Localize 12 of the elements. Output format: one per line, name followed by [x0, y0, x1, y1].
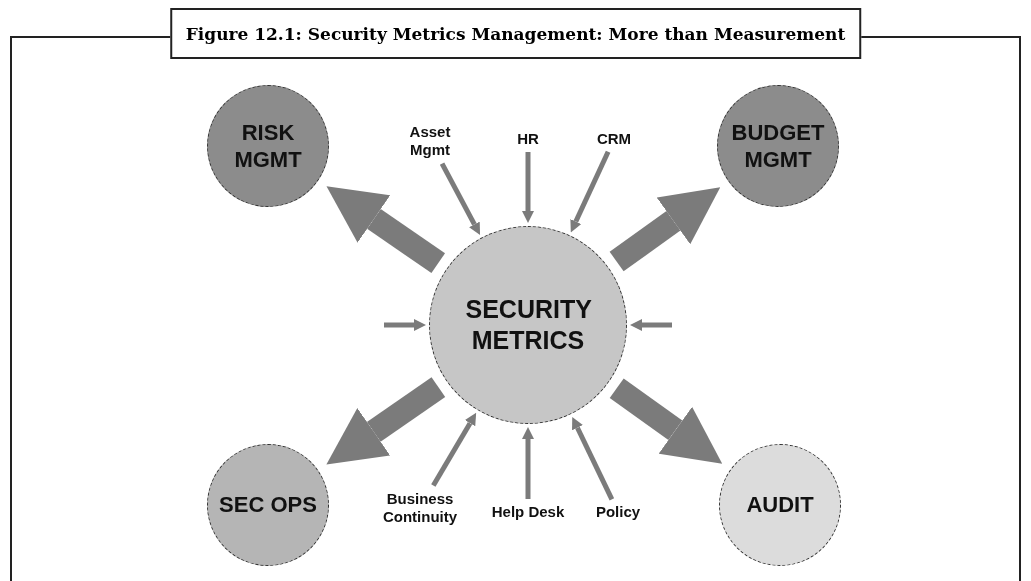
circle-node: BUDGET MGMT	[717, 85, 839, 207]
source-label: HR	[513, 129, 543, 149]
source-label: Help Desk	[488, 502, 568, 522]
circle-node: SEC OPS	[207, 444, 329, 566]
figure-title: Figure 12.1: Security Metrics Management: More than Measurement	[169, 8, 862, 59]
source-label: Business Continuity	[375, 488, 465, 528]
source-label: Policy	[591, 502, 645, 522]
source-label: CRM	[592, 129, 636, 149]
circle-node: RISK MGMT	[207, 85, 329, 207]
source-label: Asset Mgmt	[397, 121, 463, 161]
circle-node: AUDIT	[719, 444, 841, 566]
circle-node: SECURITY METRICS	[429, 226, 627, 424]
